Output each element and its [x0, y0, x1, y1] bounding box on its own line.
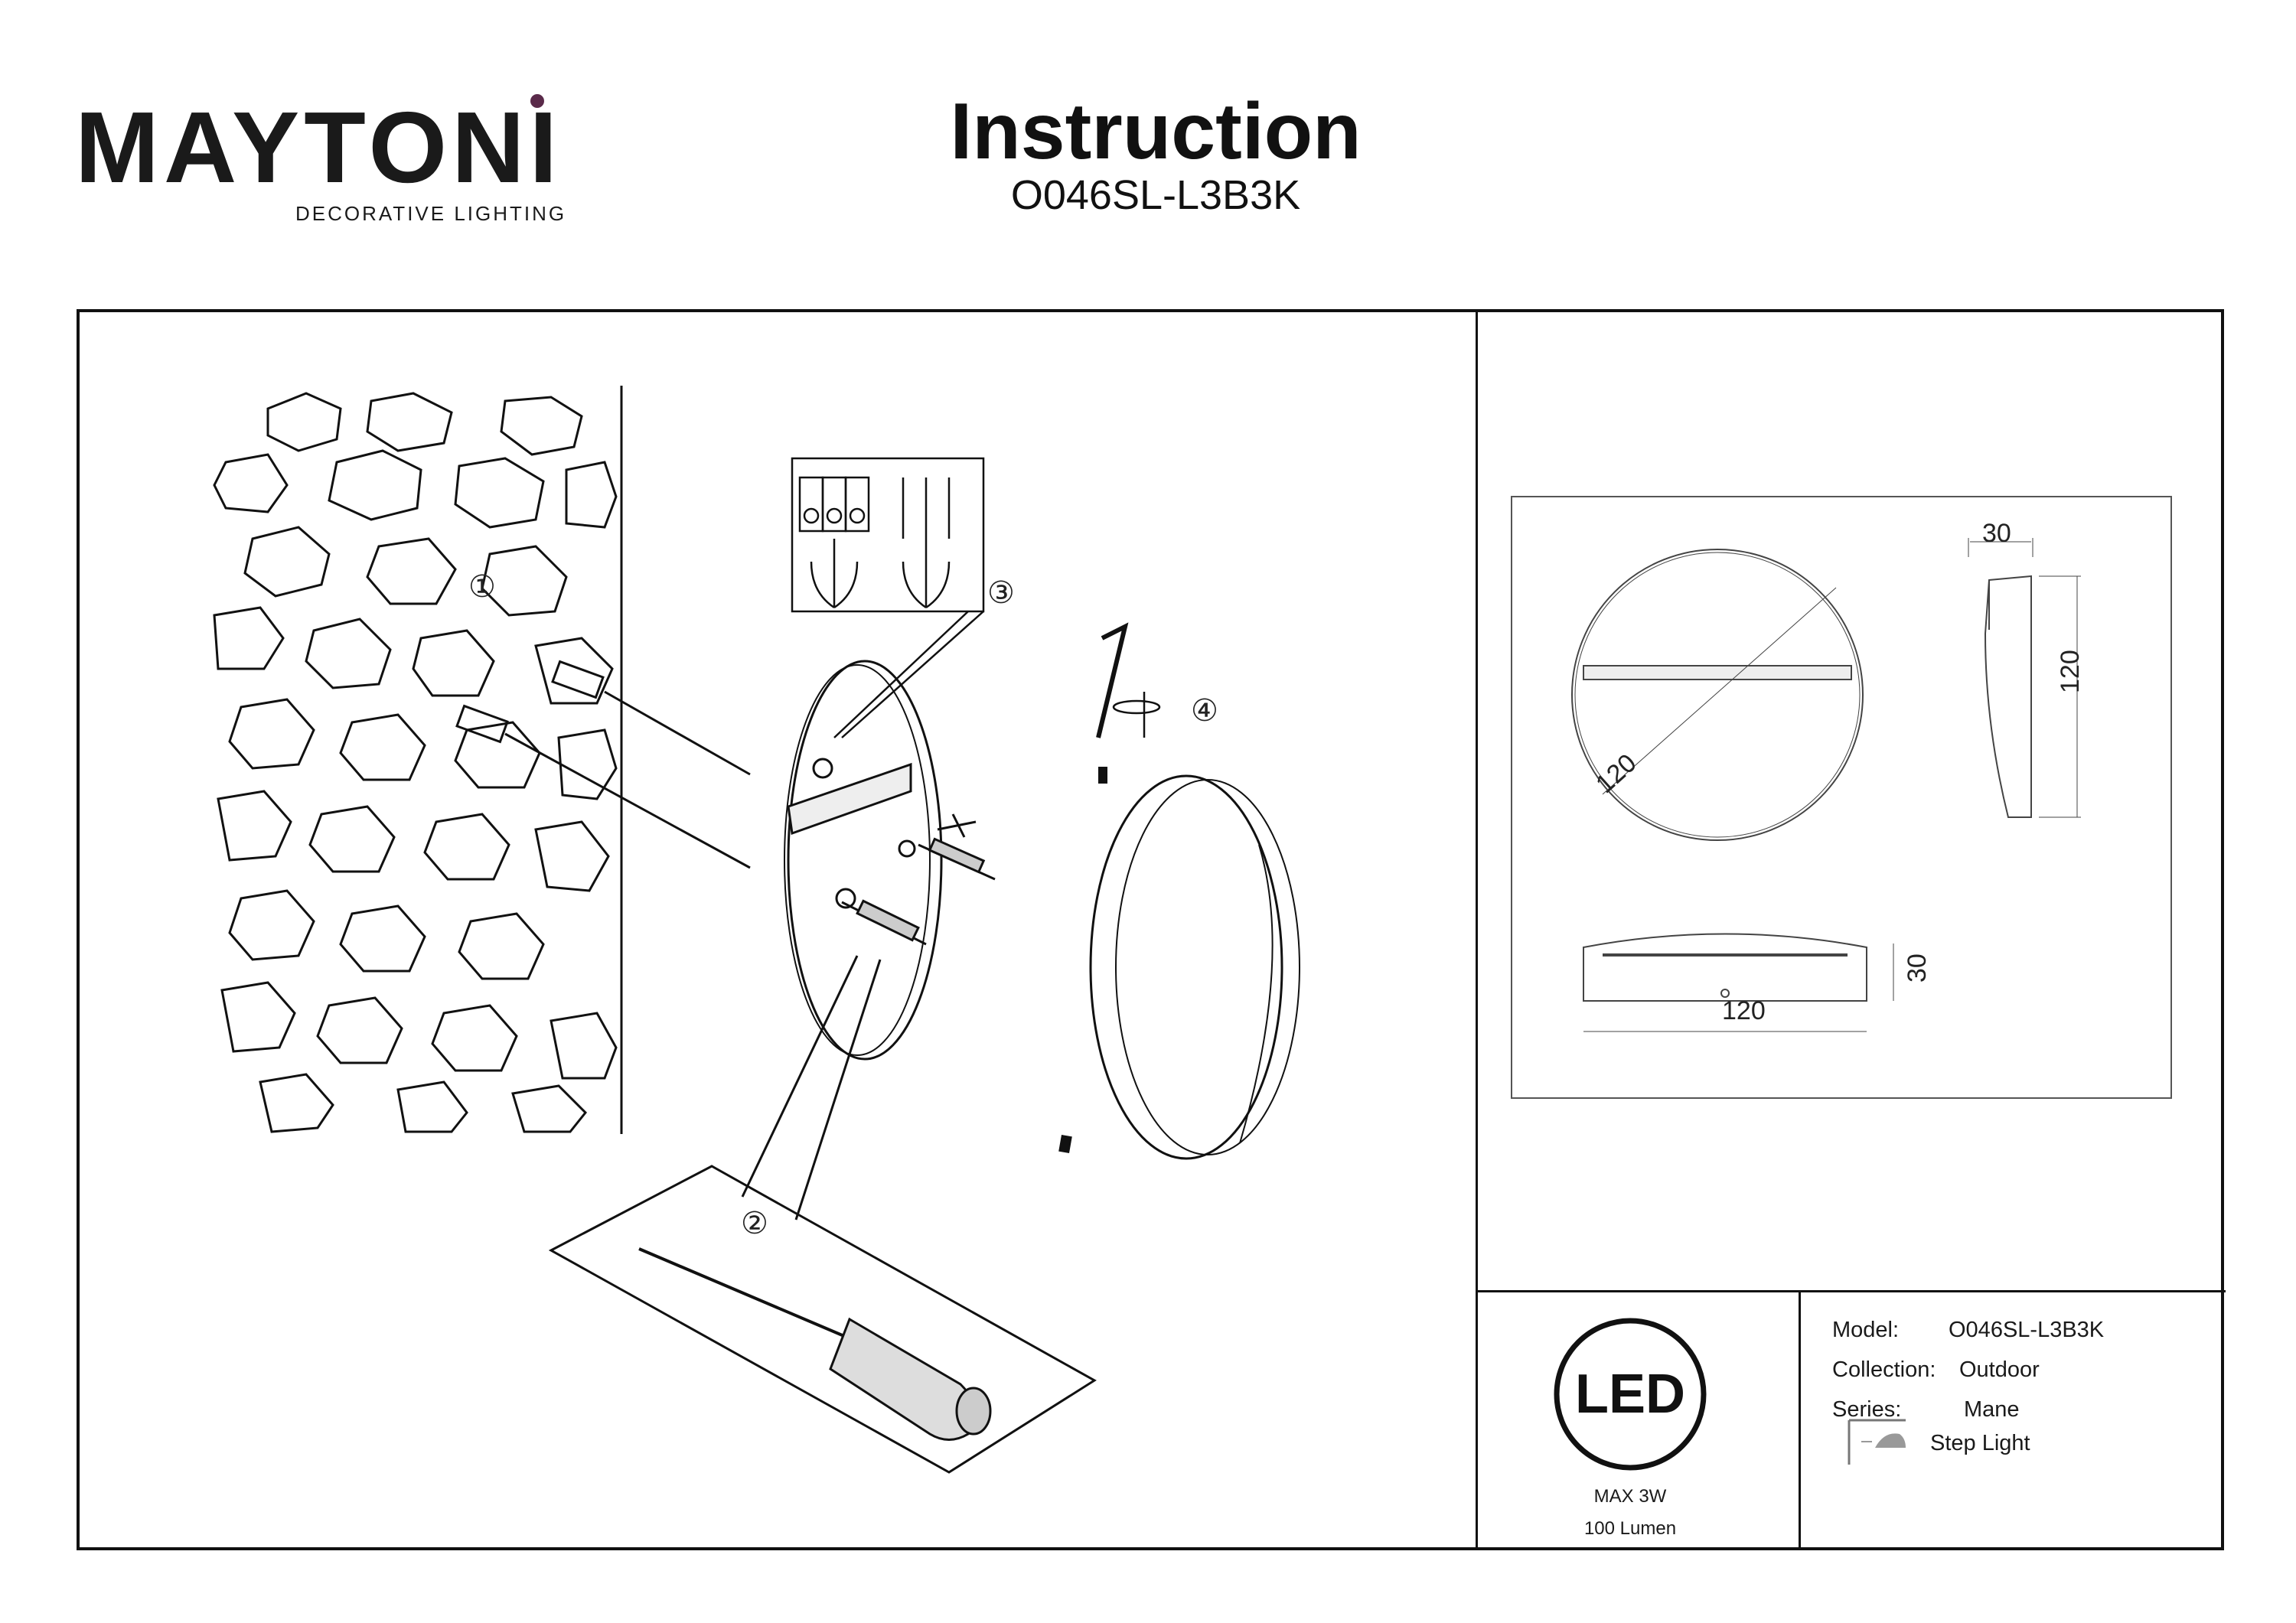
- spec-type-value: Step Light: [1930, 1431, 2030, 1455]
- spec-series-value: Mane: [1964, 1397, 2020, 1422]
- spec-model-label: Model:: [1832, 1318, 1900, 1342]
- brand-tagline: DECORATIVE LIGHTING: [295, 202, 567, 225]
- spec-series-label: Series:: [1832, 1397, 1902, 1422]
- spec-model-value: O046SL-L3B3K: [1949, 1318, 2105, 1342]
- step-3-marker: ③: [987, 575, 1015, 611]
- mounting-screws: [841, 813, 996, 946]
- page-model-number: O046SL-L3B3K: [1010, 172, 1301, 218]
- led-lumen: 100 Lumen: [1583, 1518, 1677, 1539]
- frame-divider-vertical: [1476, 312, 1478, 1550]
- led-power: MAX 3W: [1593, 1486, 1667, 1507]
- dim-side-depth: 30: [1982, 519, 2011, 548]
- step-2-marker: ②: [741, 1206, 768, 1241]
- dimensions-drawing: [1571, 538, 2081, 1032]
- frame-divider-horizontal: [1476, 1290, 2226, 1292]
- mounting-plate: [784, 660, 943, 1061]
- step-1-marker: ①: [468, 569, 496, 605]
- led-badge-icon: LED: [1554, 1318, 1707, 1471]
- allen-key-icon: [1096, 622, 1161, 784]
- assembly-diagram: [213, 386, 1300, 1474]
- step-4-marker: ④: [1191, 693, 1218, 728]
- spec-collection-value: Outdoor: [1959, 1357, 2040, 1382]
- page-title: Instruction: [950, 87, 1362, 176]
- stone-wall: [213, 386, 751, 1134]
- dimensions-panel: [1511, 496, 2172, 1099]
- dim-bottom-width: 120: [1722, 996, 1766, 1025]
- step-light-housing: [1058, 774, 1300, 1160]
- led-badge-text: LED: [1575, 1364, 1685, 1425]
- step-light-icon: [1848, 1419, 1906, 1465]
- dim-side-height: 120: [2056, 650, 2085, 693]
- instruction-frame: [77, 309, 2226, 1550]
- frame-divider-spec: [1799, 1290, 1801, 1550]
- screwdriver-icon: [548, 955, 1097, 1474]
- dim-bottom-depth: 30: [1903, 953, 1932, 983]
- brand-logo: MAYTONI DECORATIVE LIGHTING: [75, 90, 564, 228]
- spec-collection-label: Collection:: [1832, 1357, 1936, 1382]
- terminal-block-icon: [791, 457, 985, 738]
- brand-name: MAYTONI: [75, 91, 563, 204]
- brand-accent-dot: [530, 94, 544, 108]
